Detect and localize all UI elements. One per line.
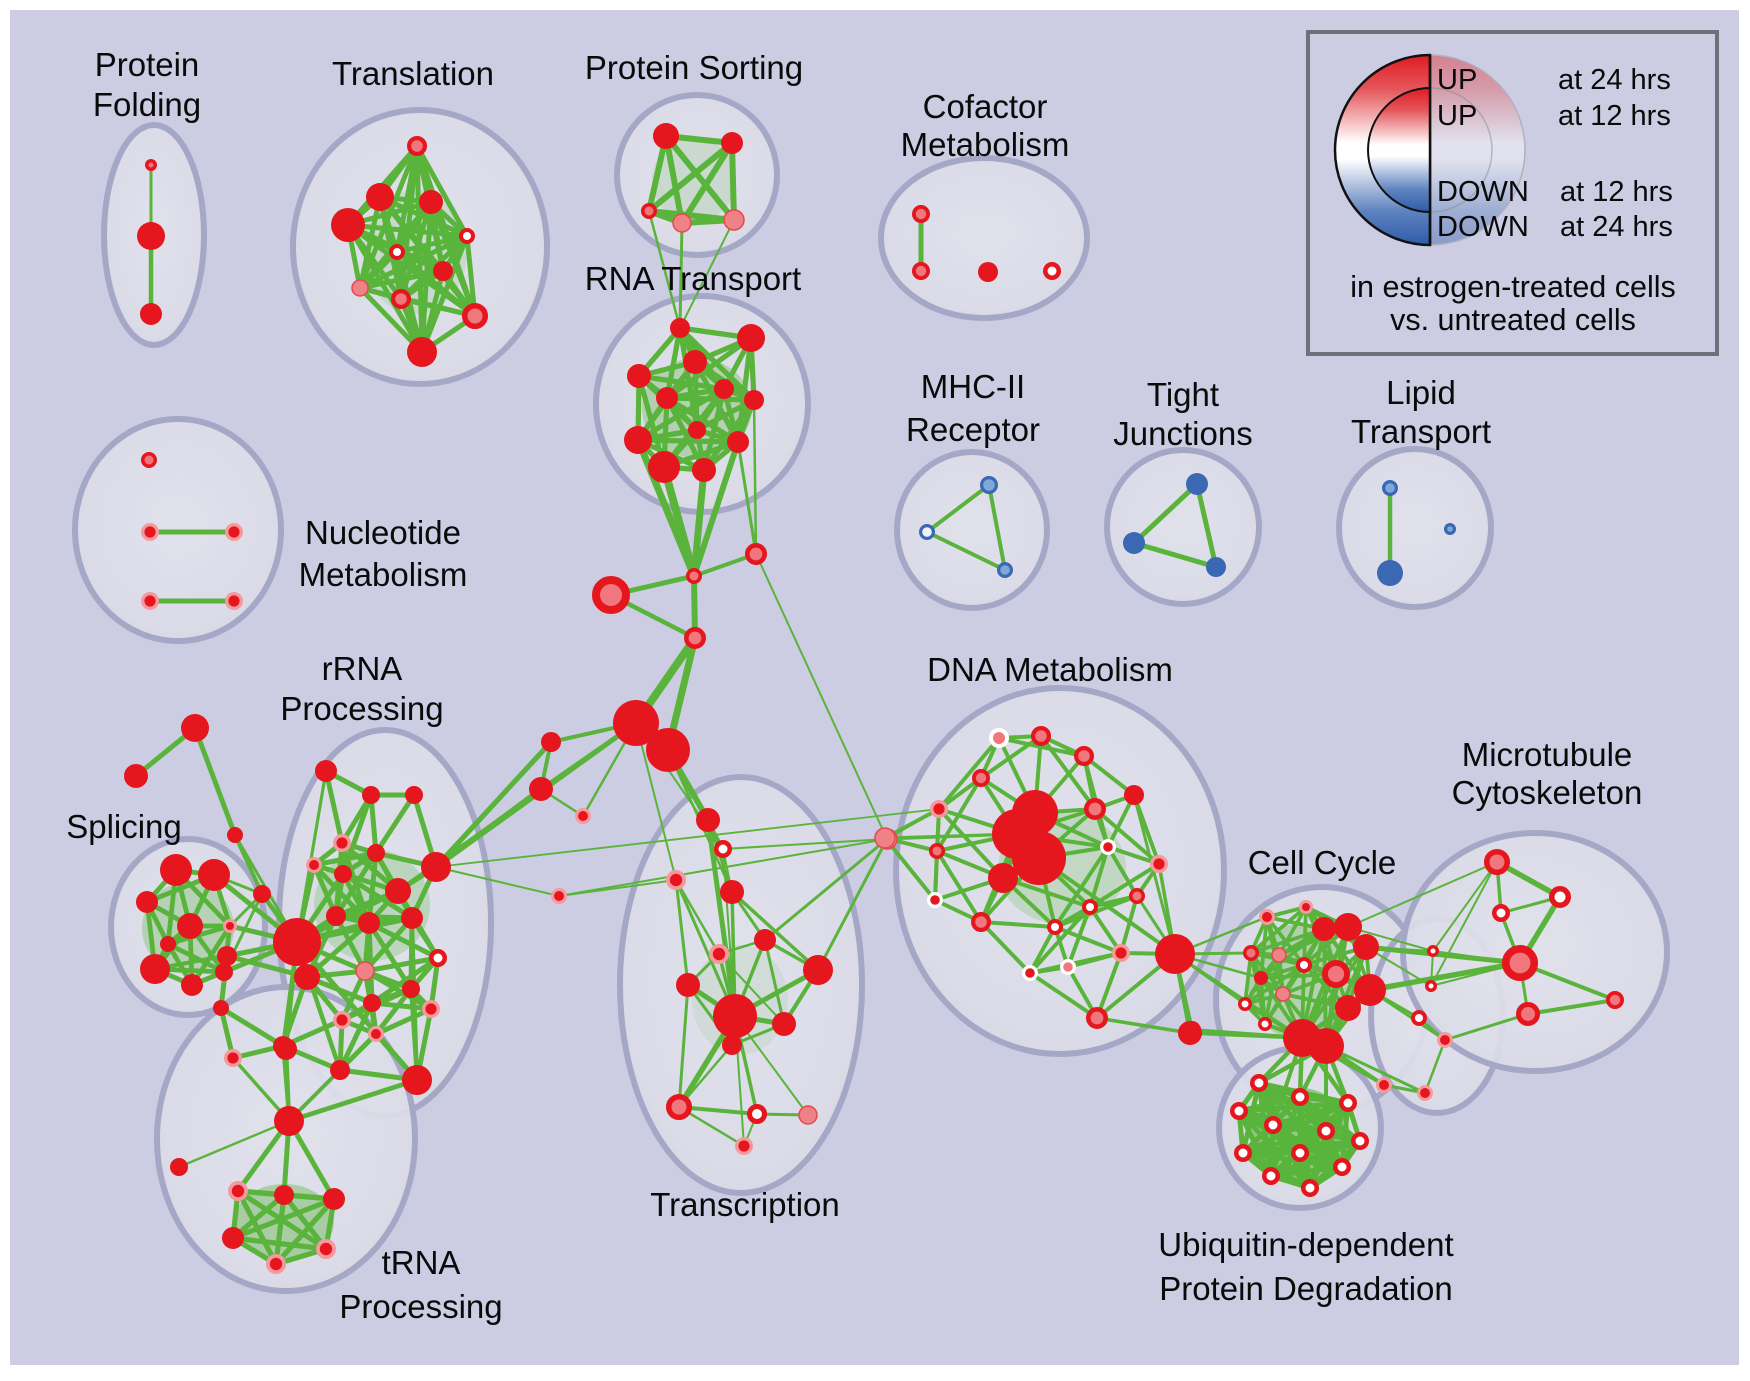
svg-text:MHC-II: MHC-II (921, 368, 1025, 405)
svg-text:at 12 hrs: at 12 hrs (1558, 100, 1671, 132)
svg-text:DOWN: DOWN (1437, 211, 1529, 243)
svg-text:Tight: Tight (1147, 376, 1219, 413)
svg-text:Ubiquitin-dependent: Ubiquitin-dependent (1158, 1226, 1453, 1263)
svg-text:at 12 hrs: at 12 hrs (1560, 176, 1673, 208)
svg-text:Microtubule: Microtubule (1462, 736, 1633, 773)
svg-text:Cytoskeleton: Cytoskeleton (1452, 774, 1643, 811)
svg-text:Splicing: Splicing (66, 808, 182, 845)
svg-text:tRNA: tRNA (382, 1244, 461, 1281)
svg-text:Protein Degradation: Protein Degradation (1159, 1270, 1453, 1307)
svg-text:Folding: Folding (93, 86, 201, 123)
svg-text:UP: UP (1437, 64, 1477, 96)
svg-text:Cell Cycle: Cell Cycle (1248, 844, 1397, 881)
svg-text:at 24 hrs: at 24 hrs (1558, 64, 1671, 96)
svg-text:DNA Metabolism: DNA Metabolism (927, 651, 1173, 688)
svg-text:Processing: Processing (339, 1288, 502, 1325)
svg-text:at 24 hrs: at 24 hrs (1560, 211, 1673, 243)
svg-text:rRNA: rRNA (322, 650, 403, 687)
svg-text:RNA Transport: RNA Transport (585, 260, 801, 297)
svg-text:vs. untreated cells: vs. untreated cells (1390, 303, 1636, 337)
svg-text:Nucleotide: Nucleotide (305, 514, 461, 551)
svg-text:Metabolism: Metabolism (299, 556, 468, 593)
svg-text:Receptor: Receptor (906, 411, 1040, 448)
svg-text:Transport: Transport (1351, 413, 1491, 450)
svg-text:Transcription: Transcription (650, 1186, 840, 1223)
svg-text:Cofactor: Cofactor (923, 88, 1048, 125)
svg-text:Translation: Translation (332, 55, 494, 92)
svg-text:Processing: Processing (280, 690, 443, 727)
svg-text:in estrogen-treated cells: in estrogen-treated cells (1350, 270, 1676, 304)
svg-text:DOWN: DOWN (1437, 176, 1529, 208)
svg-text:Protein Sorting: Protein Sorting (585, 49, 803, 86)
svg-text:UP: UP (1437, 100, 1477, 132)
svg-text:Junctions: Junctions (1113, 415, 1252, 452)
svg-text:Protein: Protein (95, 46, 200, 83)
svg-text:Lipid: Lipid (1386, 374, 1456, 411)
svg-text:Metabolism: Metabolism (901, 126, 1070, 163)
